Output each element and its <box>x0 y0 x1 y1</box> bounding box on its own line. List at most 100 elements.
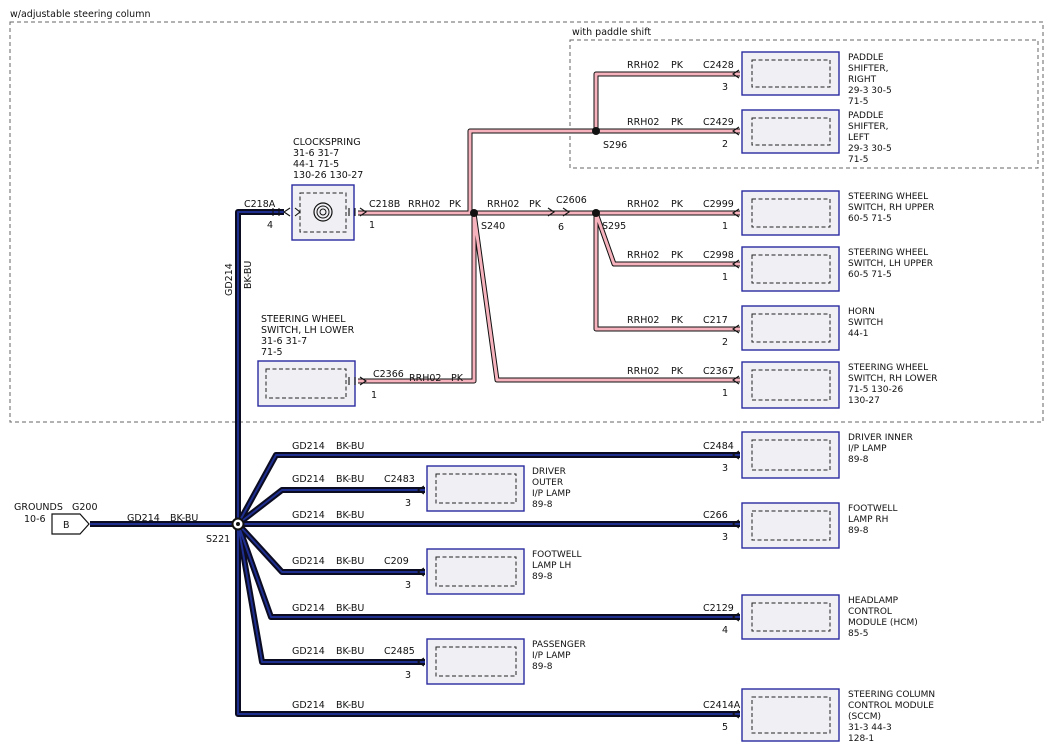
c2606-wire-circuit: RRH02 <box>487 199 519 210</box>
component-title-line: SWITCH, RH UPPER <box>848 203 934 213</box>
connector-label: C2367 <box>703 366 734 377</box>
component-ref-line: 71-5 130-26 <box>848 385 903 395</box>
clockspring-right-arrow <box>348 207 367 217</box>
wire-color-label: BK-BU <box>336 510 364 521</box>
component-inner <box>751 510 831 541</box>
component-inner <box>435 646 517 677</box>
ground-wire-circuit: GD214 <box>127 513 160 524</box>
component-body <box>741 594 840 640</box>
component-body <box>741 502 840 549</box>
component-title-line: CONTROL MODULE <box>848 701 934 711</box>
wire-circuit-label: RRH02 <box>627 60 659 71</box>
component-body <box>426 465 525 512</box>
clockspring-ref-2: 44-1 71-5 <box>293 159 339 170</box>
component-ref-line: 130-27 <box>848 396 880 406</box>
wire-circuit-label: GD214 <box>292 700 325 711</box>
splice-s295-label: S295 <box>602 221 626 232</box>
adjustable-column-label: w/adjustable steering column <box>10 9 150 20</box>
component-inner <box>751 369 831 401</box>
component-body <box>741 190 840 236</box>
component-title-line: MODULE (HCM) <box>848 618 918 628</box>
component-inner <box>751 117 831 146</box>
clockspring-coil-inner <box>316 205 330 219</box>
component-ref-line: 29-3 30-5 <box>848 144 892 154</box>
pk-signal-wires <box>358 71 740 384</box>
component-body <box>741 109 840 154</box>
main-ground-pin: 4 <box>267 220 273 231</box>
wire-circuit-label: GD214 <box>292 474 325 485</box>
component-title-line: SWITCH <box>848 318 883 328</box>
connector-label: C2429 <box>703 117 734 128</box>
wire-color-label: BK-BU <box>336 700 364 711</box>
component-inner <box>751 59 831 88</box>
wire-circuit-label: RRH02 <box>627 366 659 377</box>
ground-pin-label: B <box>63 520 70 531</box>
connector-arrow <box>732 69 740 79</box>
connector-arrow <box>732 375 740 385</box>
component-title-line: STEERING WHEEL <box>848 248 928 258</box>
component-ref-line: 31-3 44-3 <box>848 723 892 733</box>
pin-label: 3 <box>722 82 728 93</box>
clockspring-wire-circuit: RRH02 <box>408 199 440 210</box>
clockspring-title: CLOCKSPRING <box>293 137 361 148</box>
component-title-line: LAMP LH <box>532 561 571 571</box>
clockspring-pin: 1 <box>369 220 375 231</box>
connector-arrow <box>732 519 740 529</box>
pin-label: 3 <box>722 463 728 474</box>
component-title-line: FOOTWELL <box>848 504 897 514</box>
component-title-line: LAMP RH <box>848 515 888 525</box>
component-title-line: STEERING COLUMN <box>848 690 935 700</box>
component-title-line: DRIVER INNER <box>848 433 913 443</box>
wire-circuit-label: GD214 <box>292 646 325 657</box>
clockspring-left-arrow <box>294 207 301 217</box>
wire-color-label: PK <box>671 199 684 210</box>
component-inner <box>751 254 831 284</box>
wire-color-label: BK-BU <box>336 474 364 485</box>
component-body <box>426 638 525 685</box>
component-title-line: SHIFTER, <box>848 122 888 132</box>
component-title-line: PASSENGER <box>532 640 586 650</box>
ground-title: GROUNDS <box>14 502 63 513</box>
wire-color-label: PK <box>671 117 684 128</box>
paddle-shift-group <box>569 39 1039 169</box>
lh-lower-pin: 1 <box>371 390 377 401</box>
clockspring-wire-color: PK <box>449 199 462 210</box>
wire-color-label: PK <box>671 250 684 261</box>
component-inner <box>751 313 831 343</box>
component-ref-line: 60-5 71-5 <box>848 214 892 224</box>
component-ref-line: 89-8 <box>848 526 869 536</box>
connector-arrow <box>417 567 425 577</box>
splice-s296-dot <box>592 127 600 135</box>
wire-circuit-label: GD214 <box>292 510 325 521</box>
component-title-line: LEFT <box>848 133 870 143</box>
inline-connector-c2606: RRH02 PK C2606 6 <box>487 195 587 233</box>
component-body <box>741 51 840 96</box>
c2606-wire-color: PK <box>529 199 542 210</box>
connector-arrow <box>417 485 425 495</box>
lh-lower-wire-circuit: RRH02 <box>409 373 441 384</box>
connector-label: C2999 <box>703 199 734 210</box>
component-inner <box>751 198 831 228</box>
clockspring-ref-1: 31-6 31-7 <box>293 148 339 159</box>
component-title-line: RIGHT <box>848 75 877 85</box>
lh-lower-ref-2: 71-5 <box>261 347 283 358</box>
lh-lower-body <box>257 360 356 407</box>
connector-label: C2998 <box>703 250 734 261</box>
component-inner <box>751 696 831 734</box>
connector-arrow <box>732 208 740 218</box>
lh-lower-ref-1: 31-6 31-7 <box>261 336 307 347</box>
component-ref-line: 60-5 71-5 <box>848 270 892 280</box>
wire-circuit-label: GD214 <box>292 556 325 567</box>
component-ref-line: 71-5 <box>848 155 868 165</box>
wire-circuit-label: GD214 <box>292 603 325 614</box>
component-title-line: I/P LAMP <box>532 489 571 499</box>
ground-wires <box>90 209 740 717</box>
pin-label: 3 <box>405 670 411 681</box>
